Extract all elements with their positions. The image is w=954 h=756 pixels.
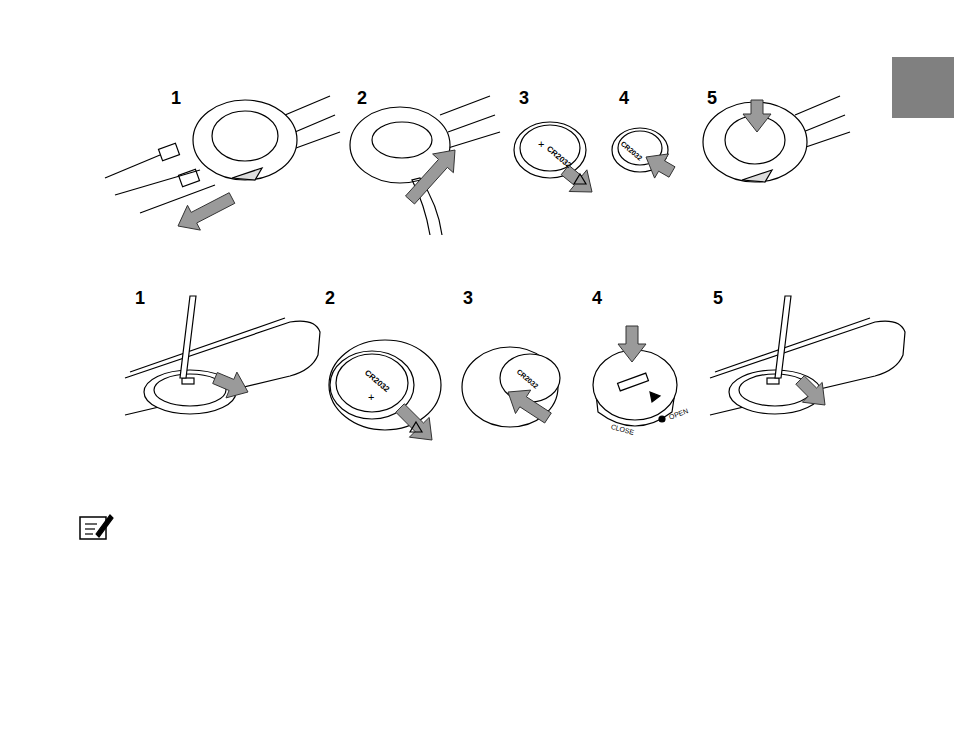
step-bottom-2: [336, 354, 408, 412]
step-top-1: [178, 169, 199, 186]
step-number: 3: [519, 89, 529, 107]
step-top-2: [440, 96, 490, 115]
direction-arrow: [618, 326, 646, 362]
note-icon: [85, 528, 95, 529]
direction-arrow: [743, 100, 771, 132]
step-number: 4: [592, 289, 602, 307]
note-icon: [80, 515, 113, 539]
step-top-1: [193, 100, 297, 180]
step-top-1: [285, 96, 330, 115]
step-top-1: [212, 111, 278, 161]
direction-arrow: [508, 390, 551, 423]
step-number: 2: [325, 289, 335, 307]
step-top-1: [158, 143, 179, 160]
step-number: 3: [463, 289, 473, 307]
step-top-1: [296, 132, 340, 148]
step-bottom-5: [739, 374, 811, 406]
step-top-2: [372, 122, 432, 158]
step-bottom-1: [182, 378, 194, 384]
direction-arrow: [406, 150, 456, 204]
step-top-3: [520, 125, 580, 171]
step-bottom-5: [775, 296, 791, 378]
direction-arrow: [213, 372, 248, 398]
step-top-3: [514, 122, 586, 178]
step-bottom-2: [329, 340, 441, 430]
step-top-5: [703, 96, 850, 182]
step-top-5: [803, 115, 845, 132]
section-tab: [892, 57, 954, 118]
step-bottom-4: [659, 416, 665, 422]
step-bottom-5: [710, 321, 905, 415]
step-bottom-1: [130, 318, 285, 372]
step-bottom-4: [650, 392, 660, 402]
step-number: 4: [619, 89, 629, 107]
polarity-mark: +: [368, 392, 374, 403]
recycle-symbol: [574, 174, 586, 184]
step-bottom-5: [767, 378, 779, 384]
step-top-3: [514, 122, 586, 178]
step-bottom-2: [329, 340, 441, 430]
note-icon: [96, 515, 113, 537]
note-icon: [85, 523, 97, 524]
polarity-mark: +: [538, 139, 544, 150]
direction-arrow: [396, 404, 432, 440]
step-top-1: [105, 155, 160, 178]
step-top-5: [742, 170, 772, 182]
step-top-1: [295, 115, 335, 132]
step-top-5: [803, 132, 850, 148]
step-bottom-1: [125, 321, 320, 415]
step-number: 1: [135, 289, 145, 307]
step-number: 2: [357, 89, 367, 107]
recycle-symbol: [410, 422, 422, 432]
direction-arrow: [796, 376, 825, 405]
step-top-2: [350, 96, 500, 235]
step-top-1: [105, 96, 340, 213]
step-bottom-1: [180, 296, 196, 378]
step-bottom-4: [593, 350, 677, 426]
step-number: 5: [713, 289, 723, 307]
note-icon: [85, 533, 93, 534]
step-top-5: [795, 96, 840, 115]
step-bottom-4: [618, 373, 649, 391]
step-top-1: [232, 168, 262, 180]
step-top-1: [115, 170, 200, 195]
step-bottom-1: [125, 296, 320, 415]
step-bottom-5: [715, 318, 870, 372]
step-bottom-5: [710, 296, 905, 415]
step-number: 1: [171, 89, 181, 107]
step-top-2: [448, 115, 495, 132]
direction-arrow: [646, 154, 675, 178]
direction-arrow: [178, 193, 235, 230]
step-bottom-4: [593, 350, 677, 420]
step-number: 5: [707, 89, 717, 107]
step-bottom-3: [462, 347, 560, 427]
step-top-2: [448, 132, 500, 148]
